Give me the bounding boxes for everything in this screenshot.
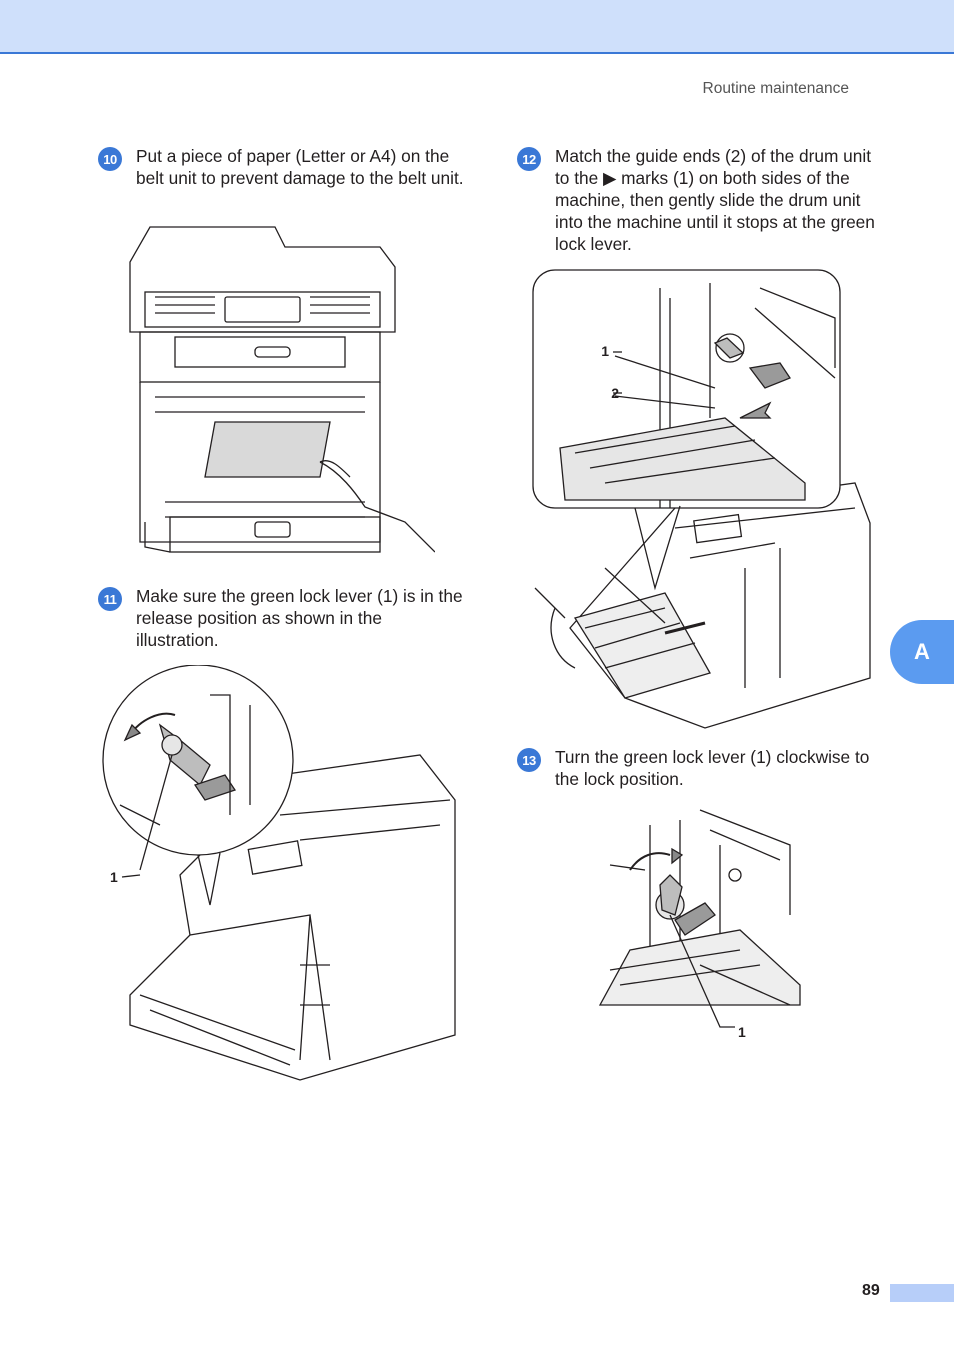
callout-1: 1 (601, 343, 609, 359)
figure-lock-lever-release: 1 (100, 665, 460, 1090)
callout-1: 1 (110, 869, 118, 885)
step-text: Turn the green lock lever (1) clockwise … (555, 747, 870, 789)
step-text: Match the guide ends (2) of the drum uni… (555, 146, 875, 254)
running-head: Routine maintenance (702, 80, 850, 97)
step-text: Make sure the green lock lever (1) is in… (136, 586, 463, 650)
callout-2: 2 (611, 385, 619, 401)
figure-paper-on-belt (125, 222, 435, 572)
chapter-tab: A (890, 620, 954, 684)
step-text: Put a piece of paper (Letter or A4) on t… (136, 146, 464, 188)
step-number: 13 (517, 748, 541, 772)
page-tab-marker (890, 1284, 954, 1302)
page-number: 89 (862, 1282, 880, 1299)
step-number: 12 (517, 147, 541, 171)
figure-lock-lever-lock: 1 (590, 805, 810, 1045)
header-band (0, 0, 954, 54)
callout-1: 1 (738, 1024, 746, 1040)
step-number: 11 (98, 587, 122, 611)
figure-slide-drum-unit: 1 2 (515, 268, 875, 733)
step-number: 10 (98, 147, 122, 171)
